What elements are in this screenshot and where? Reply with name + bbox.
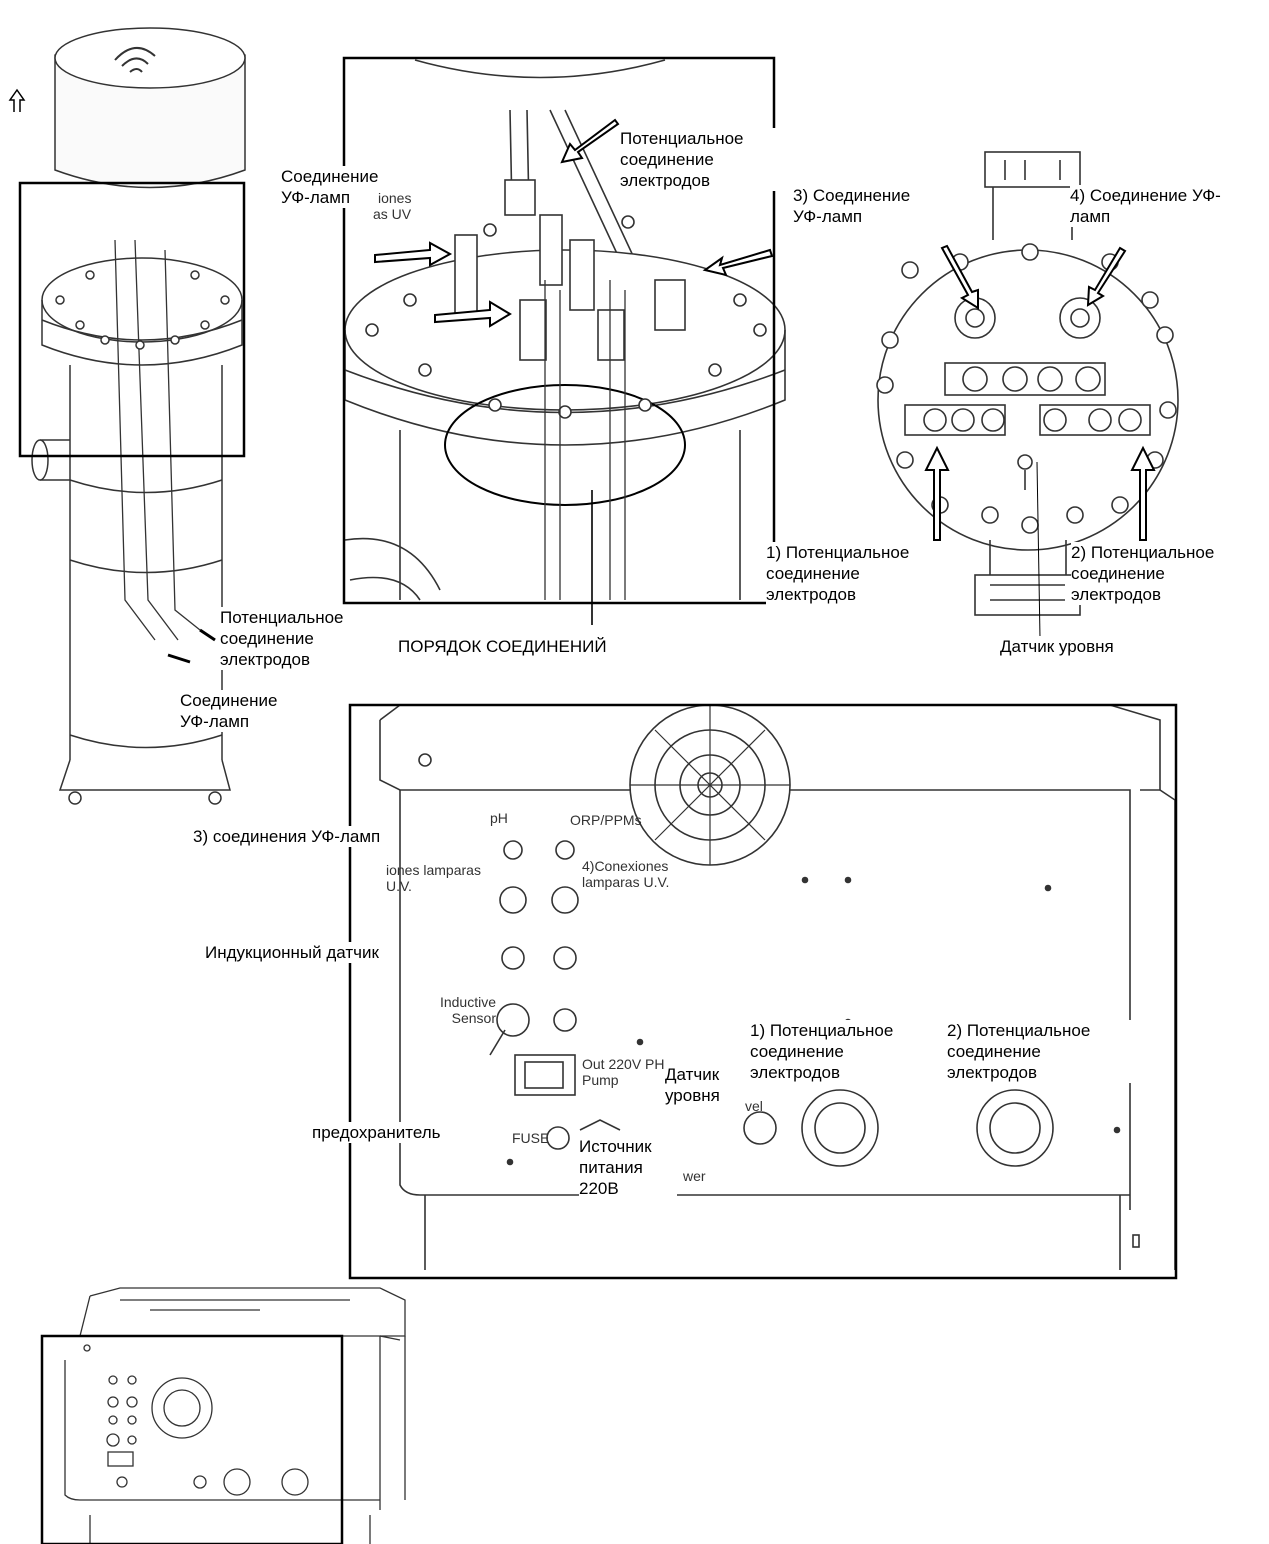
label-panel-level-frag: vel: [745, 1098, 763, 1114]
label-panel-power-frag: wer: [683, 1168, 706, 1184]
label-panel-uv3: 3) соединения УФ-ламп: [193, 826, 381, 847]
control-panel-rear: [379, 704, 1176, 1270]
zoom-box-detail: [342, 56, 776, 605]
label-panel-ph: pH: [490, 810, 508, 826]
flange-topview: [876, 151, 1179, 639]
label-center-electrode: Потенциальное соединение электродов: [620, 128, 780, 191]
label-panel-inductive: Inductive Sensor: [439, 994, 496, 1026]
thumbnail-box: [40, 1334, 344, 1544]
zoom-box-small: [18, 181, 246, 458]
label-flange-uv3: 3) Соединение УФ-ламп: [793, 185, 933, 227]
label-connection-order: ПОРЯДОК СОЕДИНЕНИЙ: [398, 636, 607, 657]
label-center-frag-iones: iones: [378, 190, 412, 206]
label-flange-level-sensor: Датчик уровня: [1000, 636, 1114, 657]
flange-arrows: [924, 244, 1156, 541]
reactor-overview: [8, 27, 246, 805]
label-flange-electrode-2: 2) Потенциальное соединение электродов: [1071, 542, 1256, 605]
label-panel-out: Out 220V PH Pump: [582, 1056, 665, 1088]
label-flange-uv4: 4) Соединение УФ-ламп: [1070, 185, 1245, 227]
label-flange-electrode-1: 1) Потенциальное соединение электродов: [766, 542, 946, 605]
label-panel-fuse: FUSE: [512, 1130, 550, 1146]
label-panel-electrode-2: 2) Потенциальное соединение электродов: [947, 1020, 1132, 1083]
label-center-frag-uv: as UV: [373, 206, 412, 222]
reactor-detail: [344, 59, 786, 625]
label-panel-conexiones-3: iones lamparas U.V.: [386, 862, 481, 894]
label-panel-orp: ORP/PPMs: [570, 812, 642, 828]
control-panel-thumbnail: [64, 1287, 406, 1544]
panel-zoom-box: [348, 703, 1178, 1280]
label-reactor-electrode: Потенциальное соединение электродов: [220, 607, 380, 670]
label-panel-induction: Индукционный датчик: [205, 942, 379, 963]
label-panel-conexiones-4: 4)Conexiones lamparas U.V.: [582, 858, 670, 890]
center-arrows: [374, 118, 774, 328]
label-panel-fuse-ru: предохранитель: [312, 1122, 441, 1143]
label-panel-electrode-1: 1) Потенциальное соединение электродов: [750, 1020, 930, 1083]
label-panel-level-sensor: Датчик уровня: [665, 1064, 747, 1106]
label-panel-power: Источник питания 220В: [579, 1136, 677, 1199]
label-top-left-uv: Соединение УФ-ламп: [281, 166, 406, 208]
label-reactor-uv: Соединение УФ-ламп: [180, 690, 305, 732]
